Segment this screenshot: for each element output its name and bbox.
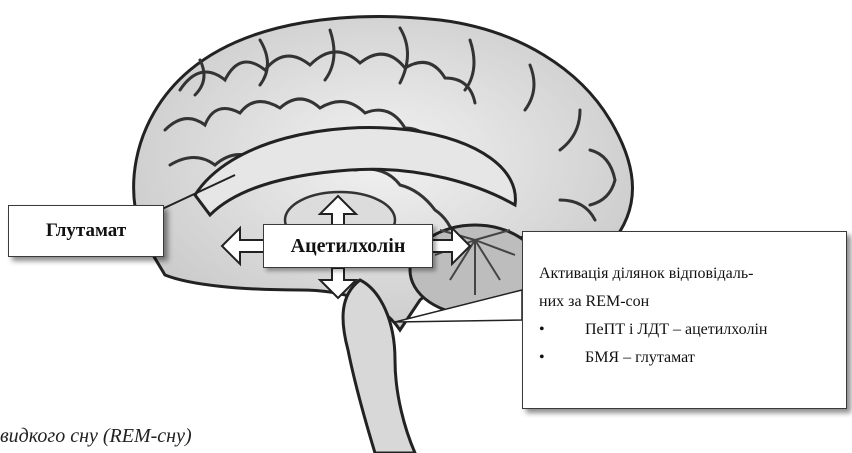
rem-activation-info-box: Активація ділянок відповідаль- них за RE…: [522, 231, 847, 409]
info-bullet-text: БМЯ – глутамат: [585, 344, 695, 372]
info-bullet-item: • ПеПТ і ЛДТ – ацетилхолін: [539, 316, 846, 344]
info-text-line-2: них за REM-сон: [539, 288, 846, 316]
acetylcholine-label-text: Ацетилхолін: [291, 235, 406, 258]
bullet-icon: •: [539, 316, 585, 344]
glutamate-label-text: Глутамат: [46, 220, 126, 242]
info-bullet-item: • БМЯ – глутамат: [539, 344, 846, 372]
info-bullet-text: ПеПТ і ЛДТ – ацетилхолін: [585, 316, 767, 344]
info-text-line-1: Активація ділянок відповідаль-: [539, 260, 846, 288]
bullet-icon: •: [539, 344, 585, 372]
figure-caption: видкого сну (REM-сну): [0, 425, 192, 448]
acetylcholine-label: Ацетилхолін: [263, 224, 433, 268]
glutamate-label: Глутамат: [8, 205, 164, 257]
